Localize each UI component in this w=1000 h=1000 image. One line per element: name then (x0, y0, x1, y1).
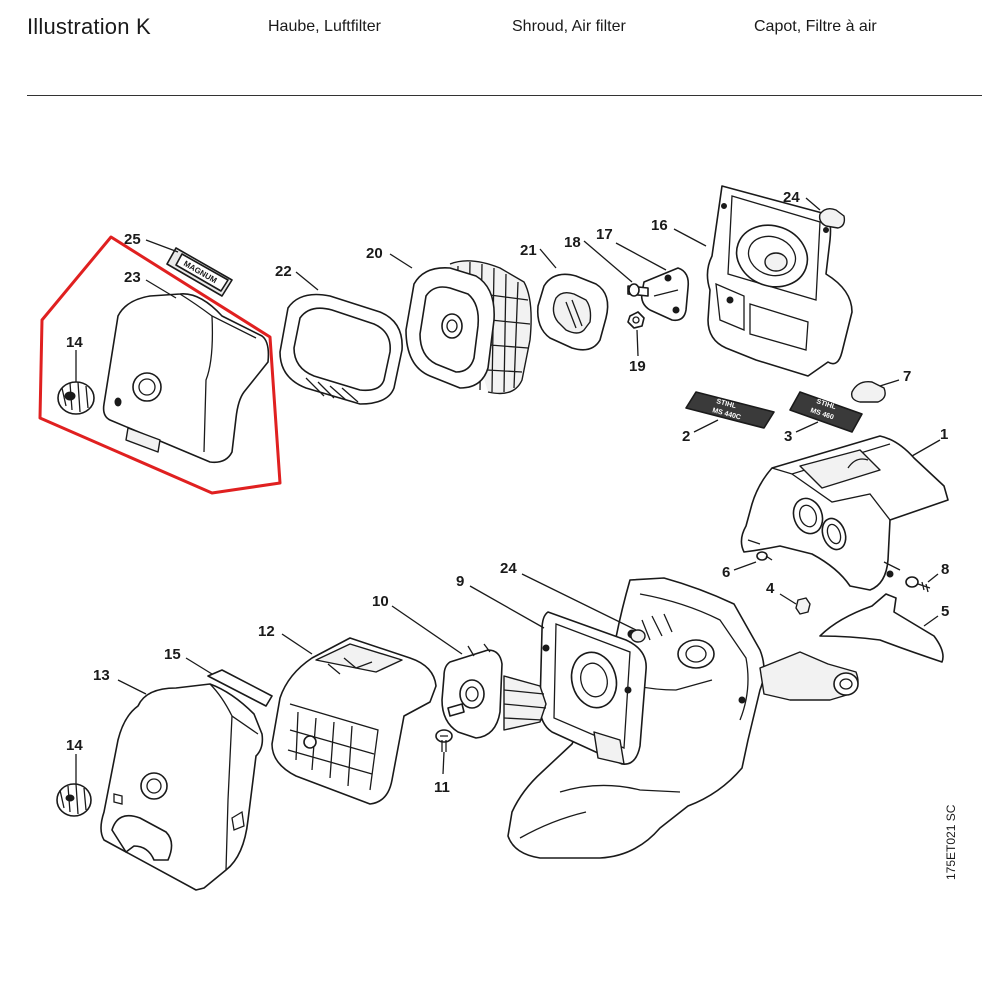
part-12-filter-housing (271, 637, 437, 805)
callout-3: 3 (784, 428, 792, 445)
callout-1: 1 (940, 426, 948, 443)
part-24-grommet-bottom (630, 629, 646, 643)
callout-7: 7 (903, 368, 911, 385)
part-5-deflector (819, 593, 944, 663)
part-21-prefilter (536, 273, 609, 351)
drawing-code: 175ET021 SC (944, 804, 958, 880)
callout-2: 2 (682, 428, 690, 445)
callout-18: 18 (564, 234, 581, 251)
part-10-intake (441, 643, 547, 739)
title-english: Shroud, Air filter (512, 18, 626, 35)
part-15-strip (207, 669, 273, 707)
title-german: Haube, Luftfilter (268, 18, 381, 35)
leader-lines (75, 197, 941, 784)
callout-25: 25 (124, 231, 141, 248)
callout-20: 20 (366, 245, 383, 262)
part-24-grommet-top (818, 207, 846, 229)
part-18-bolt (627, 283, 649, 297)
part-14-knob-top (57, 381, 95, 415)
callout-14-bottom: 14 (66, 737, 83, 754)
illustration-title: Illustration K (27, 14, 151, 39)
part-2-decal: STIHL MS 440C (685, 391, 775, 429)
callout-8: 8 (941, 561, 949, 578)
callout-16: 16 (651, 217, 668, 234)
part-6-screw (756, 551, 773, 561)
part-16-carb-box (706, 185, 853, 377)
header: Illustration K Haube, Luftfilter Shroud,… (0, 0, 1000, 100)
callout-numbers: 25 23 14 22 20 21 18 17 16 24 19 7 2 3 1… (66, 189, 949, 796)
callout-4: 4 (766, 580, 775, 597)
part-9-carb-plate (539, 611, 647, 765)
header-divider (27, 95, 982, 96)
callout-10: 10 (372, 593, 389, 610)
callout-17: 17 (596, 226, 613, 243)
callout-14-top: 14 (66, 334, 83, 351)
part-8-screw (905, 576, 931, 593)
part-14-knob-bottom (56, 783, 92, 817)
callout-24-top: 24 (783, 189, 800, 206)
callout-23: 23 (124, 269, 141, 286)
title-french: Capot, Filtre à air (754, 18, 877, 35)
part-20-air-filter (405, 260, 532, 395)
highlight-outline (38, 235, 282, 495)
callout-21: 21 (520, 242, 537, 259)
part-19-nut (627, 311, 645, 329)
part-25-magnum-decal: MAGNUM (166, 247, 233, 297)
part-13-shroud (100, 683, 264, 891)
part-4-grommet (795, 597, 811, 615)
part-17-bracket (640, 267, 690, 322)
callout-15: 15 (164, 646, 181, 663)
part-7-cap (850, 381, 886, 403)
callout-9: 9 (456, 573, 464, 590)
callout-11: 11 (434, 779, 450, 796)
part-3-decal: STIHL MS 460 (789, 391, 863, 433)
part-22-filter-ring (279, 293, 403, 405)
callout-5: 5 (941, 603, 949, 620)
callout-6: 6 (722, 564, 730, 581)
callout-24-bottom: 24 (500, 560, 517, 577)
part-11-screw (435, 729, 453, 752)
callout-12: 12 (258, 623, 275, 640)
callout-22: 22 (275, 263, 292, 280)
part-1-top-shroud (740, 435, 949, 591)
callout-19: 19 (629, 358, 646, 375)
callout-13: 13 (93, 667, 110, 684)
part-23-shroud (102, 293, 270, 464)
